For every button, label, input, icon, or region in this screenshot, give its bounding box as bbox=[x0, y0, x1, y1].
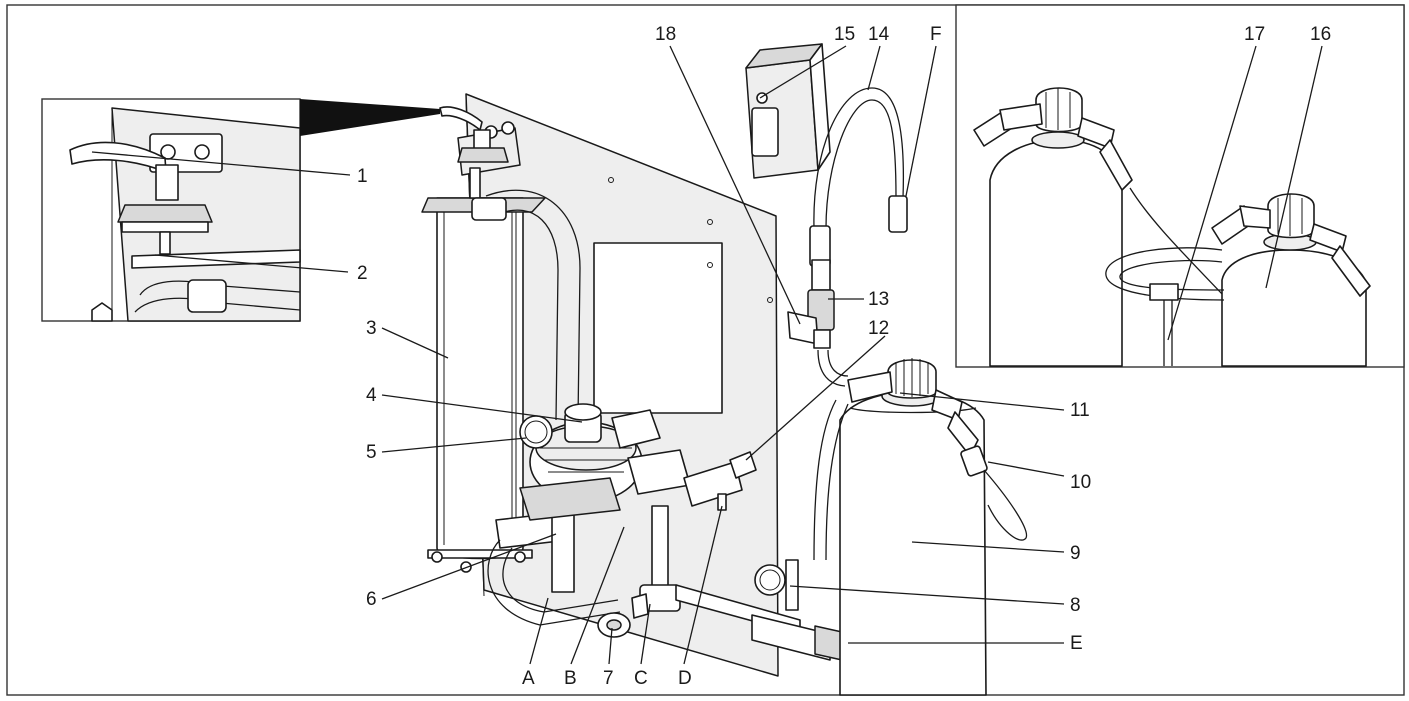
label-7: 7 bbox=[603, 668, 614, 689]
brine-tank bbox=[813, 358, 1028, 696]
label-18: 18 bbox=[655, 24, 676, 45]
label-F: F bbox=[930, 24, 942, 45]
label-13: 13 bbox=[868, 289, 889, 310]
control-box bbox=[745, 43, 831, 179]
label-A: A bbox=[522, 668, 535, 689]
main-unit bbox=[421, 93, 843, 677]
label-12: 12 bbox=[868, 318, 889, 339]
label-B: B bbox=[564, 668, 577, 689]
label-E: E bbox=[1070, 633, 1083, 654]
label-1: 1 bbox=[357, 166, 368, 187]
label-6: 6 bbox=[366, 589, 377, 610]
hose-assembly bbox=[787, 87, 908, 387]
label-D: D bbox=[678, 668, 692, 689]
label-3: 3 bbox=[366, 318, 377, 339]
label-8: 8 bbox=[1070, 595, 1081, 616]
label-9: 9 bbox=[1070, 543, 1081, 564]
label-11: 11 bbox=[1070, 400, 1090, 421]
tanks-inset bbox=[955, 4, 1405, 368]
leader-lines bbox=[91, 45, 1323, 665]
label-4: 4 bbox=[366, 385, 377, 406]
label-15: 15 bbox=[834, 24, 855, 45]
label-17: 17 bbox=[1244, 24, 1265, 45]
label-14: 14 bbox=[868, 24, 890, 45]
label-C: C bbox=[634, 668, 648, 689]
label-16: 16 bbox=[1310, 24, 1331, 45]
label-10: 10 bbox=[1070, 472, 1091, 493]
zoom-wedge bbox=[300, 99, 440, 136]
label-2: 2 bbox=[357, 263, 368, 284]
label-5: 5 bbox=[366, 442, 377, 463]
callout-labels: 1 2 3 4 5 6 A B 7 C D E 8 9 10 11 12 13 … bbox=[357, 24, 1331, 689]
detail-inset bbox=[41, 98, 301, 322]
